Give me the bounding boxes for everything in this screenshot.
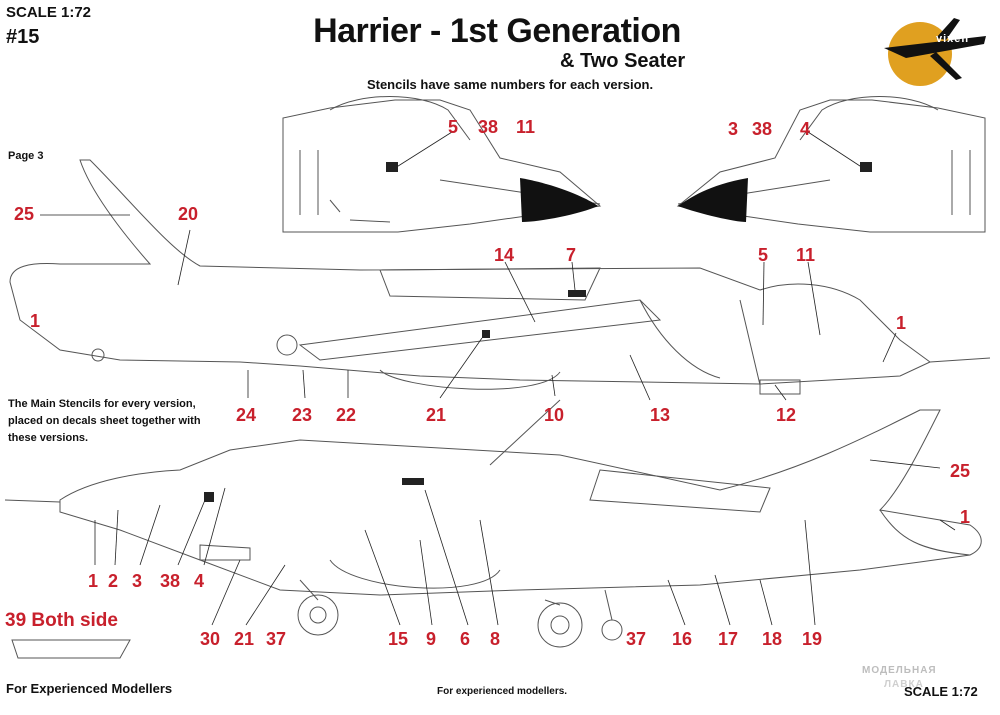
footer-left-note: For Experienced Modellers — [6, 681, 173, 696]
callout-number: 5 — [758, 245, 769, 265]
callout-number: 11 — [796, 245, 816, 265]
watermark-line-1: МОДЕЛЬНАЯ — [862, 665, 937, 676]
callout-number: 25 — [14, 204, 35, 224]
callout-number: 20 — [178, 204, 199, 224]
watermark-line-2: ЛАВКА — [884, 679, 924, 690]
nose-view-left — [282, 96, 602, 233]
both-side-label: 39 Both side — [5, 610, 118, 631]
callout-number: 12 — [776, 405, 797, 425]
side-view-nose-right — [9, 159, 991, 395]
callout-number: 3 — [728, 119, 739, 139]
callout-number: 15 — [388, 629, 409, 649]
callout-number: 30 — [200, 629, 221, 649]
callout-number: 8 — [490, 629, 501, 649]
callout-number: 24 — [236, 405, 257, 425]
callout-number: 11 — [516, 117, 536, 137]
side-view-nose-left — [4, 399, 982, 596]
main-wheel-2 — [537, 602, 583, 648]
scale-label-top: SCALE 1:72 — [6, 4, 92, 21]
callout-number: 38 — [160, 571, 181, 591]
page-label: Page 3 — [8, 150, 44, 162]
radome-right — [678, 178, 748, 222]
callout-number: 38 — [478, 117, 499, 137]
callout-number: 6 — [460, 629, 471, 649]
callout-number: 10 — [544, 405, 565, 425]
callout-number: 1 — [30, 311, 41, 331]
callout-number: 25 — [950, 461, 971, 481]
callout-number: 9 — [426, 629, 437, 649]
callout-number: 23 — [292, 405, 313, 425]
page-subtitle: & Two Seater — [560, 50, 686, 72]
sheet-number: #15 — [6, 26, 40, 48]
callout-number: 18 — [762, 629, 783, 649]
callout-number: 2 — [108, 571, 119, 591]
callout-number: 13 — [650, 405, 671, 425]
both-side-decal — [11, 639, 131, 659]
footer-center-note: For experienced modellers. — [437, 686, 568, 697]
callout-number: 5 — [448, 117, 459, 137]
vixen-logo: vixen — [884, 18, 986, 86]
stencil-note: Stencils have same numbers for each vers… — [366, 77, 654, 92]
callout-number: 37 — [626, 629, 647, 649]
outrigger-wheel — [601, 619, 623, 641]
callout-number: 1 — [960, 507, 971, 527]
main-stencils-note: The Main Stencils for every version, pla… — [8, 398, 201, 444]
callout-number: 1 — [88, 571, 99, 591]
callout-number: 38 — [752, 119, 773, 139]
callout-number: 1 — [896, 313, 907, 333]
scale-label-bottom: SCALE 1:72 — [904, 684, 978, 699]
callout-number: 3 — [132, 571, 143, 591]
page-title: Harrier - 1st Generation — [313, 12, 681, 50]
callout-number: 4 — [194, 571, 205, 591]
main-wheel — [297, 594, 339, 636]
callout-number: 17 — [718, 629, 739, 649]
callout-number: 37 — [266, 629, 287, 649]
callout-number: 22 — [336, 405, 357, 425]
callout-number: 19 — [802, 629, 823, 649]
vixen-logo-text: vixen — [936, 33, 969, 45]
callout-number: 16 — [672, 629, 693, 649]
callout-number: 4 — [800, 119, 811, 139]
radome-left — [520, 178, 598, 222]
callout-number: 7 — [566, 245, 577, 265]
callout-number: 14 — [494, 245, 515, 265]
callout-number: 21 — [234, 629, 255, 649]
callout-number: 21 — [426, 405, 447, 425]
